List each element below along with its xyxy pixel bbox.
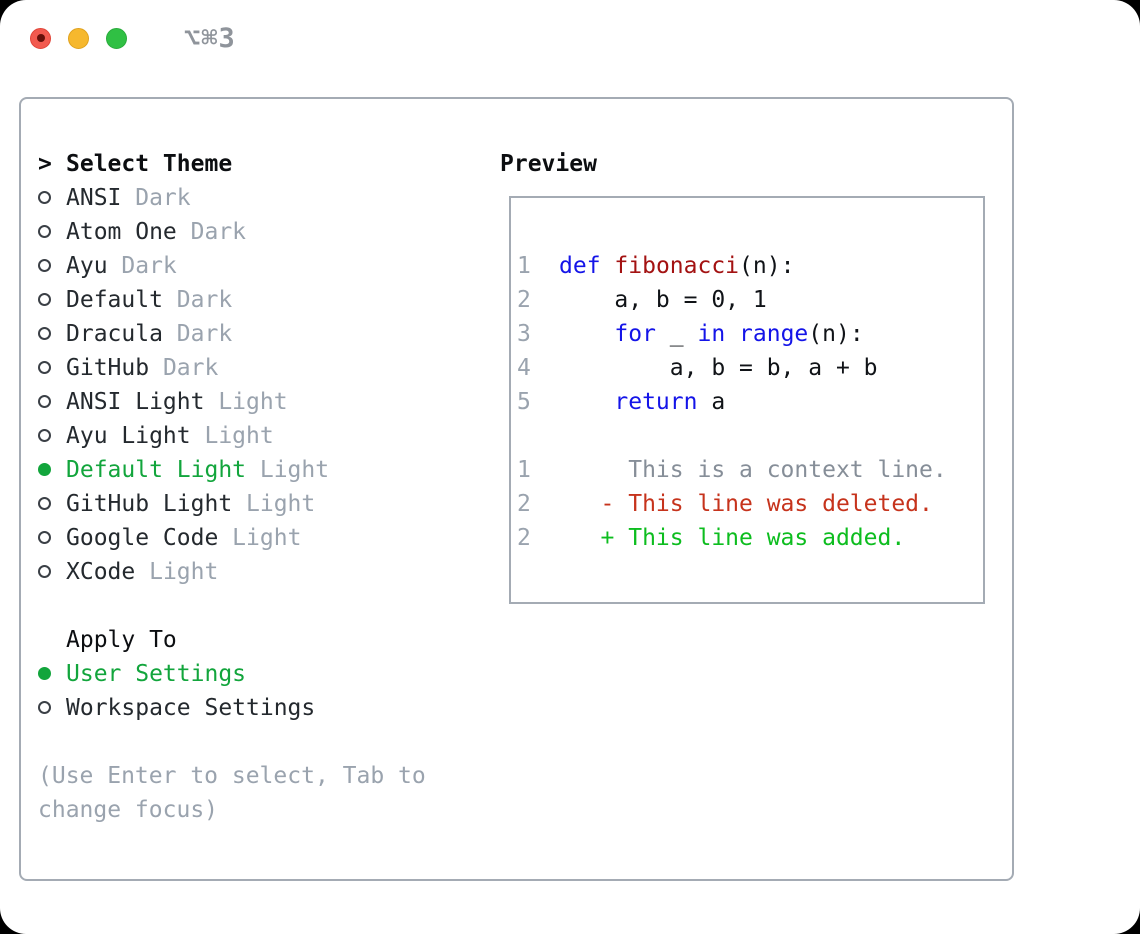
- code-line: 2 a, b = 0, 1: [517, 283, 983, 317]
- radio-icon: [38, 283, 66, 317]
- diff-line-context: 1 This is a context line.: [517, 453, 983, 487]
- theme-name: ANSI Light: [66, 389, 205, 415]
- theme-option-ayu-light[interactable]: Ayu Light Light: [38, 419, 490, 453]
- theme-variant: Dark: [176, 219, 247, 245]
- theme-name: ANSI: [66, 185, 122, 211]
- theme-option-xcode[interactable]: XCode Light: [38, 555, 490, 589]
- theme-option-default[interactable]: Default Dark: [38, 283, 490, 317]
- theme-option-dracula[interactable]: Dracula Dark: [38, 317, 490, 351]
- radio-selected-icon: [38, 657, 66, 691]
- radio-icon: [38, 215, 66, 249]
- radio-icon: [38, 487, 66, 521]
- line-number: 3: [517, 321, 531, 347]
- apply-to-header: Apply To: [38, 623, 490, 657]
- select-theme-header-label: Select Theme: [66, 151, 233, 177]
- theme-option-atom-one[interactable]: Atom One Dark: [38, 215, 490, 249]
- theme-name: Dracula: [66, 321, 163, 347]
- theme-option-google-code[interactable]: Google Code Light: [38, 521, 490, 555]
- line-number: 2: [517, 287, 531, 313]
- radio-selected-icon: [38, 453, 66, 487]
- theme-option-github[interactable]: GitHub Dark: [38, 351, 490, 385]
- diff-preview: 1 This is a context line.2 - This line w…: [517, 453, 983, 555]
- code-line: 5 return a: [517, 385, 983, 419]
- radio-icon: [38, 521, 66, 555]
- theme-variant: Light: [135, 559, 219, 585]
- diff-line-deleted: 2 - This line was deleted.: [517, 487, 983, 521]
- theme-option-ayu[interactable]: Ayu Dark: [38, 249, 490, 283]
- spacer: [517, 419, 983, 453]
- diff-line-added: 2 + This line was added.: [517, 521, 983, 555]
- apply-option-user-settings[interactable]: User Settings: [38, 657, 490, 691]
- titlebar: ⌥⌘3: [30, 23, 236, 54]
- theme-variant: Light: [190, 423, 274, 449]
- radio-icon: [38, 317, 66, 351]
- radio-icon: [38, 249, 66, 283]
- window-title: ⌥⌘3: [184, 22, 236, 54]
- theme-variant: Light: [204, 389, 288, 415]
- line-number: 1: [517, 457, 531, 483]
- theme-name: GitHub Light: [66, 491, 233, 517]
- zoom-button[interactable]: [106, 27, 127, 49]
- theme-option-github-light[interactable]: GitHub Light Light: [38, 487, 490, 521]
- theme-name: Default Light: [66, 457, 247, 483]
- theme-variant: Dark: [149, 355, 219, 381]
- theme-name: Default: [66, 287, 163, 313]
- close-button[interactable]: [30, 27, 51, 49]
- theme-name: GitHub: [66, 355, 150, 381]
- line-number: 4: [517, 355, 531, 381]
- code-line: 3 for _ in range(n):: [517, 317, 983, 351]
- minimize-button[interactable]: [68, 27, 89, 49]
- apply-option-label: User Settings: [66, 661, 247, 687]
- spacer: [38, 725, 490, 759]
- theme-variant: Light: [246, 457, 330, 483]
- radio-icon: [38, 351, 66, 385]
- theme-option-ansi-light[interactable]: ANSI Light Light: [38, 385, 490, 419]
- theme-name: Ayu: [66, 253, 108, 279]
- theme-name: Ayu Light: [66, 423, 191, 449]
- theme-name: Google Code: [66, 525, 219, 551]
- line-number: 2: [517, 525, 531, 551]
- radio-icon: [38, 555, 66, 589]
- apply-option-workspace-settings[interactable]: Workspace Settings: [38, 691, 490, 725]
- theme-variant: Light: [232, 491, 316, 517]
- apply-option-label: Workspace Settings: [66, 695, 316, 721]
- radio-icon: [38, 691, 66, 725]
- theme-variant: Dark: [162, 321, 233, 347]
- line-number: 2: [517, 491, 531, 517]
- line-number: 5: [517, 389, 531, 415]
- radio-icon: [38, 181, 66, 215]
- theme-name: XCode: [66, 559, 136, 585]
- radio-icon: [38, 385, 66, 419]
- apply-to-header-label: Apply To: [66, 627, 177, 653]
- theme-name: Atom One: [66, 219, 177, 245]
- preview-header: Preview: [500, 151, 597, 177]
- select-theme-header: > Select Theme: [38, 147, 490, 181]
- spacer: [38, 589, 490, 623]
- theme-option-default-light[interactable]: Default Light Light: [38, 453, 490, 487]
- code-line: 4 a, b = b, a + b: [517, 351, 983, 385]
- theme-variant: Dark: [162, 287, 233, 313]
- theme-option-ansi[interactable]: ANSI Dark: [38, 181, 490, 215]
- line-number: 1: [517, 253, 531, 279]
- theme-variant: Dark: [121, 185, 191, 211]
- keyboard-hint: (Use Enter to select, Tab to change focu…: [38, 763, 426, 823]
- theme-variant: Dark: [107, 253, 177, 279]
- prompt-icon: >: [38, 151, 52, 177]
- radio-icon: [38, 419, 66, 453]
- theme-variant: Light: [218, 525, 302, 551]
